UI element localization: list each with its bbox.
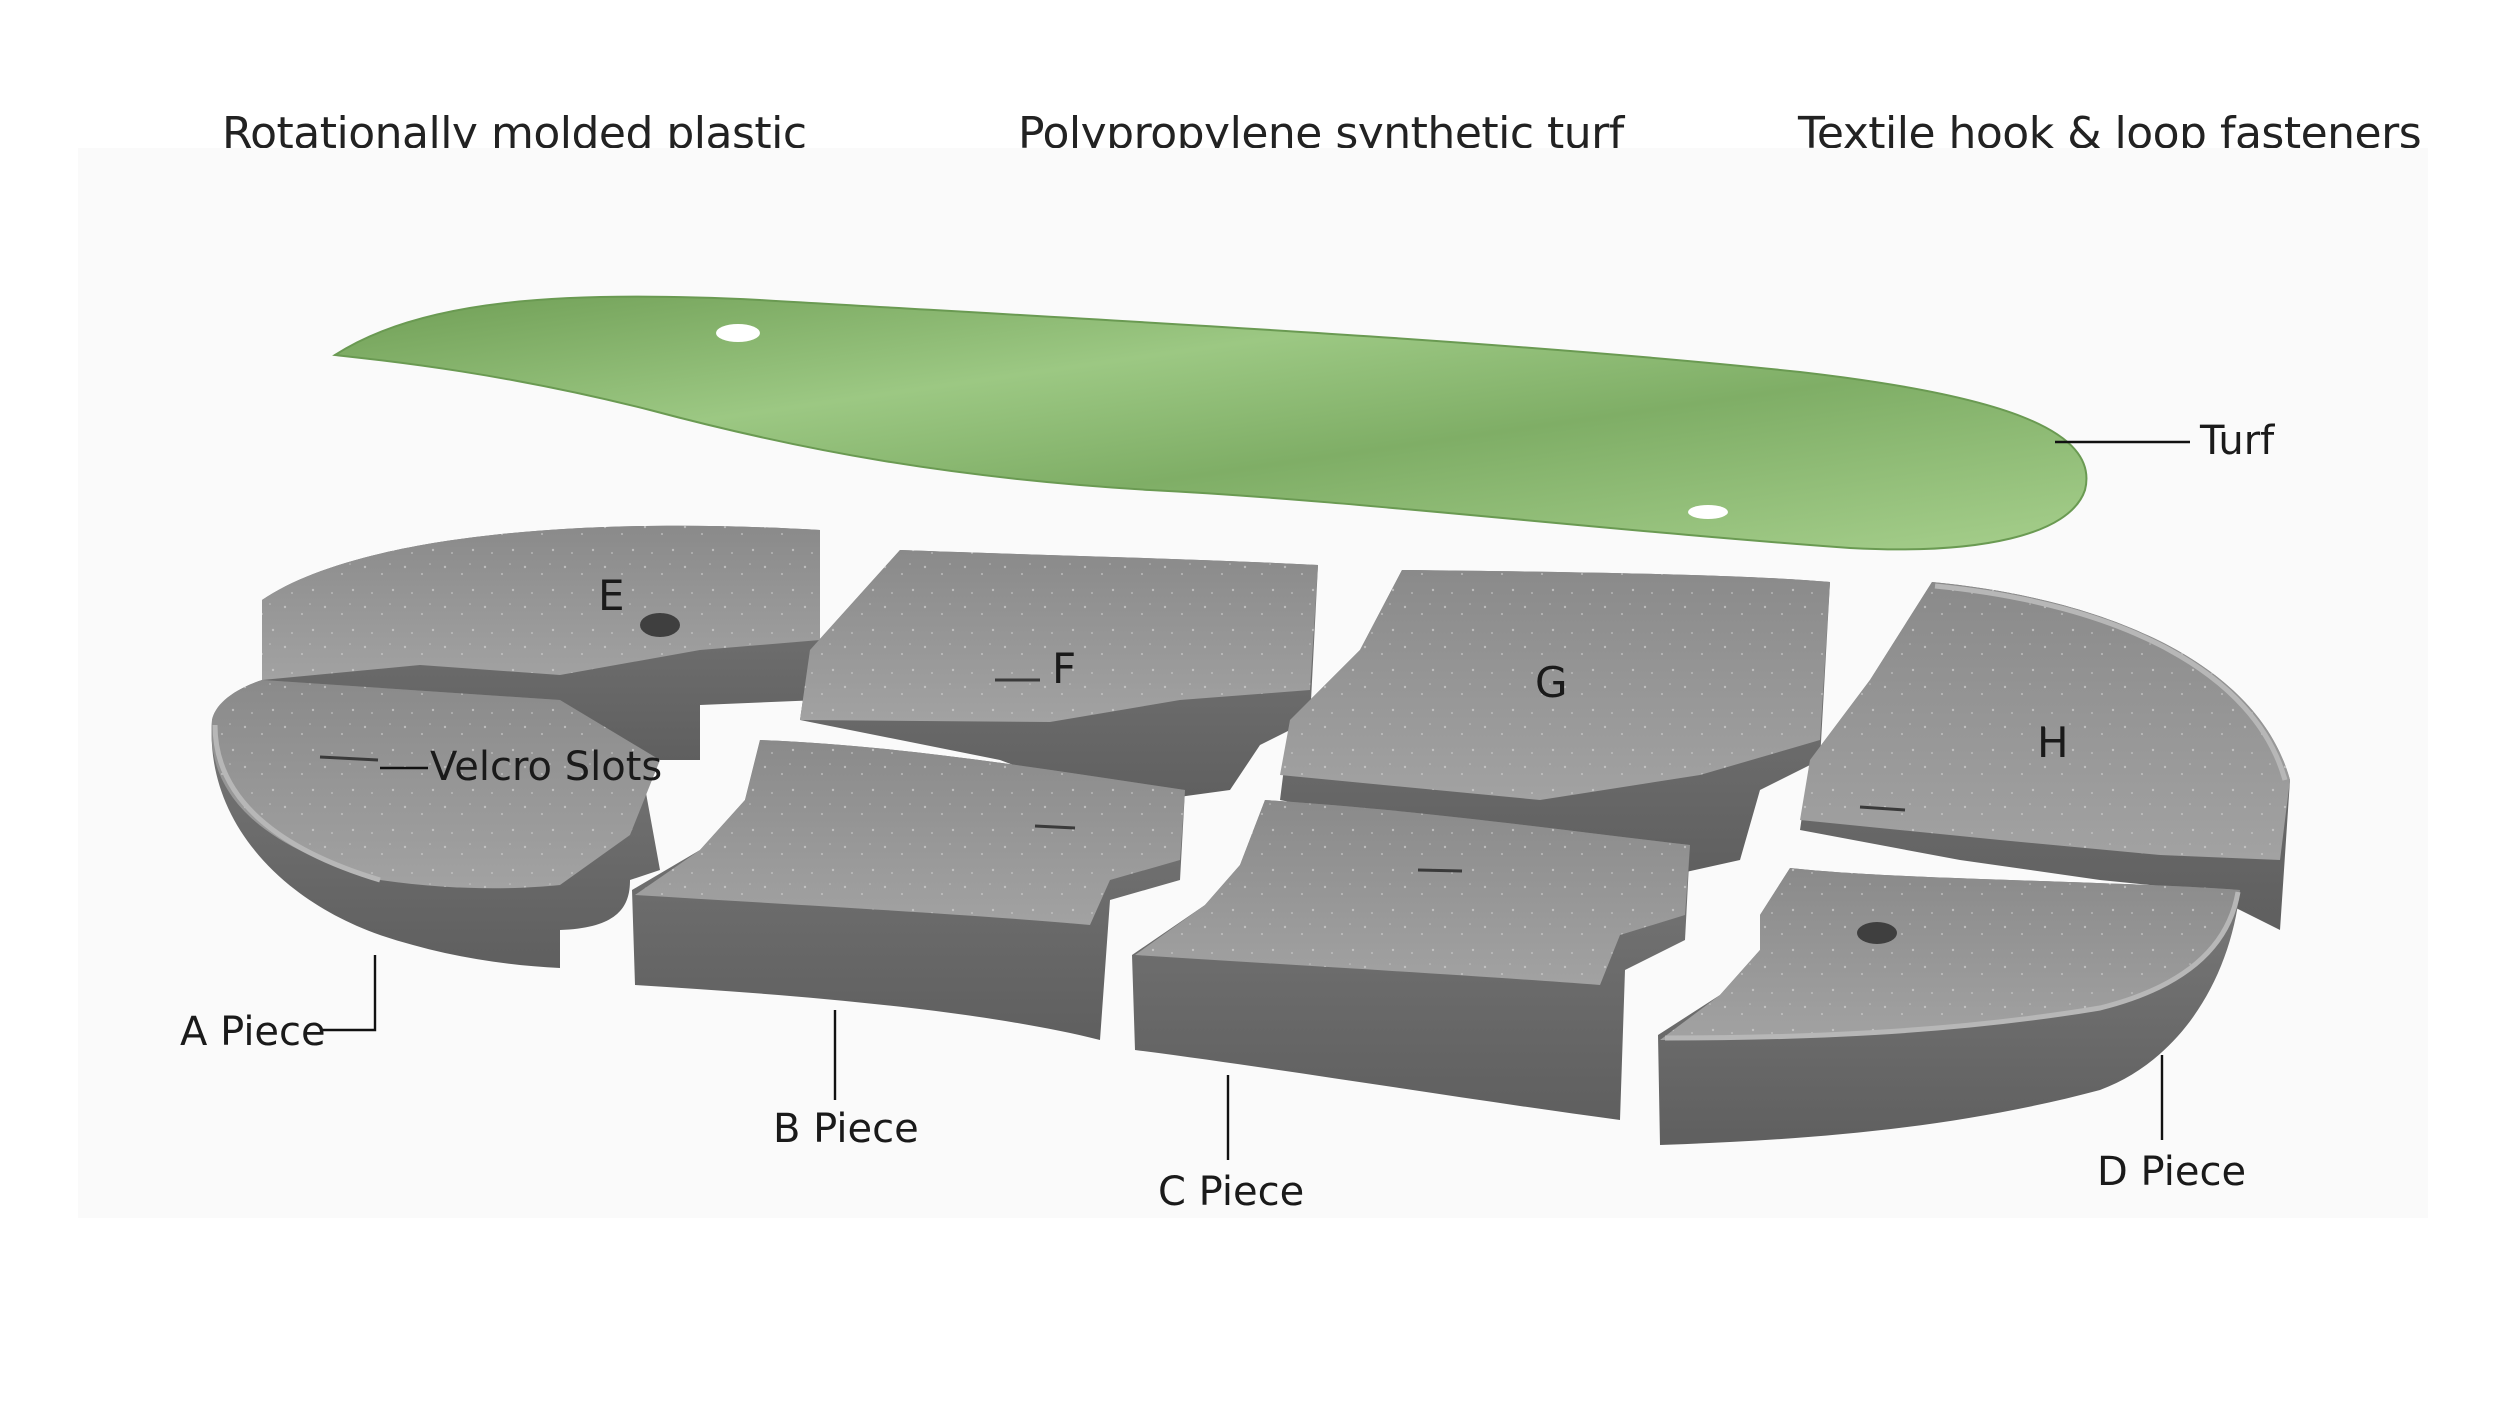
b-piece-label: B Piece	[773, 1106, 919, 1152]
piece-letter-e: E	[598, 571, 625, 620]
piece-letter-h: H	[2037, 718, 2069, 767]
c-piece-label: C Piece	[1158, 1169, 1304, 1215]
piece-letter-f: F	[1052, 644, 1076, 693]
velcro-slots-label: Velcro Slots	[430, 744, 662, 790]
d-piece-label: D Piece	[2097, 1149, 2246, 1195]
turf-label: Turf	[2199, 418, 2275, 464]
piece-letter-g: G	[1535, 658, 1568, 707]
a-piece-label: A Piece	[180, 1009, 326, 1055]
